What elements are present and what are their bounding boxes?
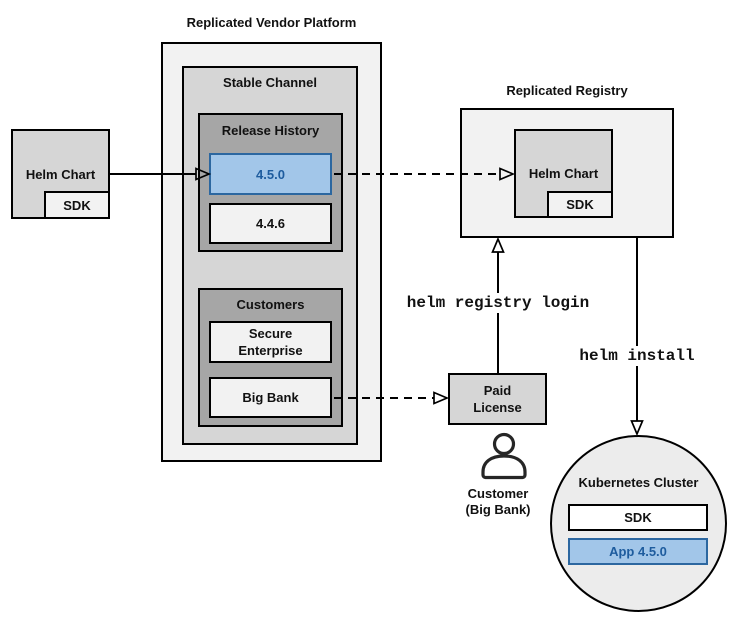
vendor-platform-title: Replicated Vendor Platform	[186, 15, 357, 30]
customer-person-icon	[481, 432, 527, 480]
customer-big-bank: Big Bank	[209, 377, 332, 418]
cluster-app-box: App 4.5.0	[568, 538, 708, 565]
kubernetes-cluster-title: Kubernetes Cluster	[578, 475, 699, 490]
release-version-446: 4.4.6	[209, 203, 332, 244]
registry-title: Replicated Registry	[506, 83, 628, 98]
vendor-helm-chart-box: Helm Chart SDK	[11, 129, 110, 219]
arrowhead-registry-to-cluster	[630, 420, 644, 437]
vendor-helm-chart-label: Helm Chart	[25, 166, 96, 182]
release-version-450: 4.5.0	[209, 153, 332, 195]
cluster-sdk-box: SDK	[568, 504, 708, 531]
registry-helm-chart-label: Helm Chart	[528, 166, 599, 181]
arrowhead-license-to-registry	[491, 236, 505, 253]
release-history-title: Release History	[221, 123, 320, 138]
stable-channel-title: Stable Channel	[223, 75, 317, 90]
arrowhead-bigbank-to-license	[433, 391, 450, 405]
command-helm-install: helm install	[575, 346, 699, 366]
vendor-sdk-box: SDK	[44, 191, 110, 219]
registry-sdk-box: SDK	[547, 191, 613, 218]
paid-license-box: Paid License	[448, 373, 547, 425]
customers-title: Customers	[236, 297, 305, 312]
customer-caption: Customer (Big Bank)	[465, 486, 531, 517]
command-helm-registry-login: helm registry login	[402, 293, 594, 313]
registry-helm-chart-box: Helm Chart SDK	[514, 129, 613, 218]
customer-secure-enterprise: Secure Enterprise	[209, 321, 332, 363]
